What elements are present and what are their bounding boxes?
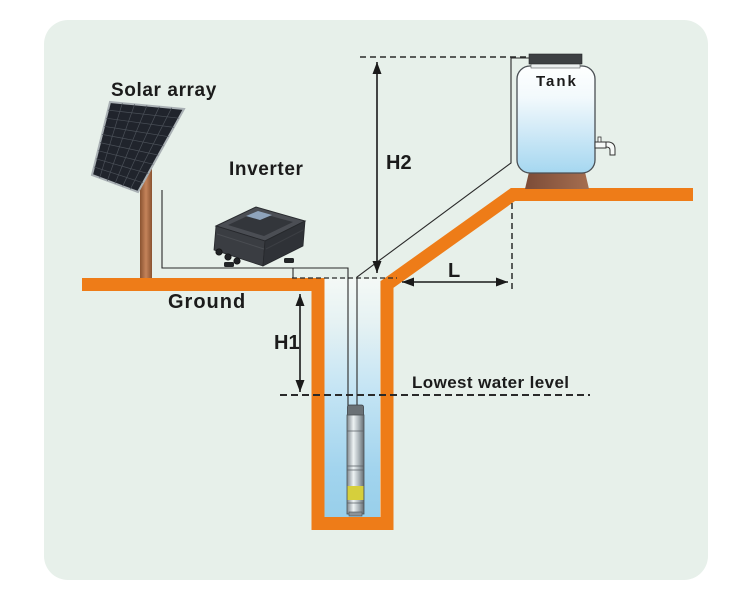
- tank-lid: [528, 53, 583, 65]
- lowest-water-level-label: Lowest water level: [412, 373, 570, 392]
- reference-lines: [280, 56, 590, 396]
- h2-dimension-label: H2: [386, 152, 412, 174]
- inverter-screen: [246, 211, 272, 220]
- water-pipe: [356, 57, 529, 406]
- submersible-pump: [346, 404, 365, 517]
- tank-label: Tank: [536, 73, 578, 90]
- inverter-box: [213, 206, 307, 267]
- l-dimension-label: L: [448, 260, 461, 282]
- tank-faucet: [594, 136, 616, 156]
- ground-label: Ground: [168, 291, 247, 313]
- inverter-label: Inverter: [229, 159, 304, 180]
- solar-panel: [90, 100, 186, 194]
- solar-panel-grid: [93, 103, 179, 190]
- tank-base: [525, 172, 589, 189]
- pump-yellow-band: [347, 486, 364, 500]
- dimension-arrows: [295, 62, 508, 392]
- solar-wire: [161, 190, 349, 406]
- solar-array-label: Solar array: [111, 80, 217, 101]
- h1-dimension-label: H1: [274, 332, 300, 354]
- ground-profile: [82, 188, 693, 530]
- tank-group: [516, 53, 616, 189]
- wiring-and-pipes: [161, 57, 529, 406]
